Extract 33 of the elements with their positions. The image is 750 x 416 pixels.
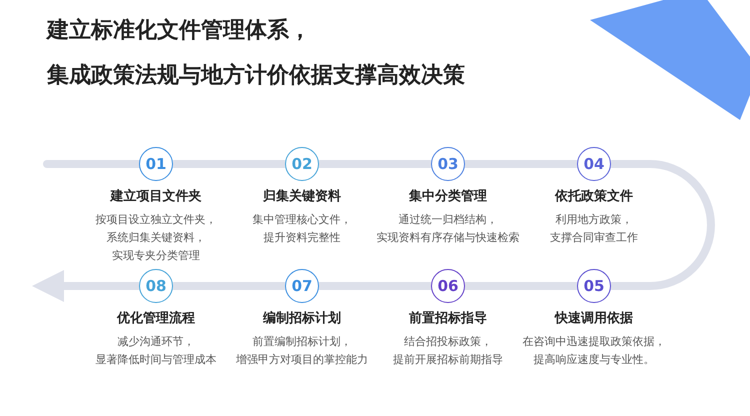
step-heading: 归集关键资料 xyxy=(262,188,342,205)
step-description: 前置编制招标计划，增强甲方对项目的掌控能力 xyxy=(235,334,369,368)
track-line xyxy=(319,160,431,168)
step-heading: 依托政策文件 xyxy=(554,188,634,205)
track-line xyxy=(611,160,715,290)
step-description: 结合招投标政策，提前开展招标前期指导 xyxy=(392,334,504,368)
step-number-circle: 06 xyxy=(431,269,465,303)
track-line xyxy=(319,282,431,290)
step-number-circle: 04 xyxy=(577,147,611,181)
track-line xyxy=(465,160,577,168)
arrow xyxy=(32,270,139,302)
step-heading: 编制招标计划 xyxy=(262,310,342,327)
title: 建立标准化文件管理体系，集成政策法规与地方计价依据支撑高效决策 xyxy=(47,16,466,90)
step-description: 集中管理核心文件，提升资料完整性 xyxy=(252,212,352,246)
step-description: 在咨询中迅速提取政策依据，提高响应速度与专业性。 xyxy=(522,334,666,368)
step-number-circle: 01 xyxy=(139,147,173,181)
step-heading: 优化管理流程 xyxy=(116,310,196,327)
step-heading: 快速调用依据 xyxy=(553,310,634,327)
step-description: 减少沟通环节，显著降低时间与管理成本 xyxy=(94,334,218,368)
track-line xyxy=(173,160,285,168)
step-number-circle: 02 xyxy=(285,147,319,181)
step-heading: 建立项目文件夹 xyxy=(108,188,202,205)
step-number-circle: 07 xyxy=(285,269,319,303)
step-description: 按项目设立独立文件夹，系统归集关键资料，实现专夹分类管理 xyxy=(94,212,218,264)
step-heading: 前置招标指导 xyxy=(408,310,488,327)
step-description: 通过统一归档结构，实现资料有序存储与快速检索 xyxy=(376,212,520,246)
step-heading: 集中分类管理 xyxy=(408,188,488,205)
step-number-circle: 08 xyxy=(139,269,173,303)
track-line xyxy=(173,282,285,290)
step-description: 利用地方政策，支撑合同审查工作 xyxy=(549,212,639,246)
track-line xyxy=(465,282,577,290)
step-number-circle: 03 xyxy=(431,147,465,181)
step-number-circle: 05 xyxy=(577,269,611,303)
